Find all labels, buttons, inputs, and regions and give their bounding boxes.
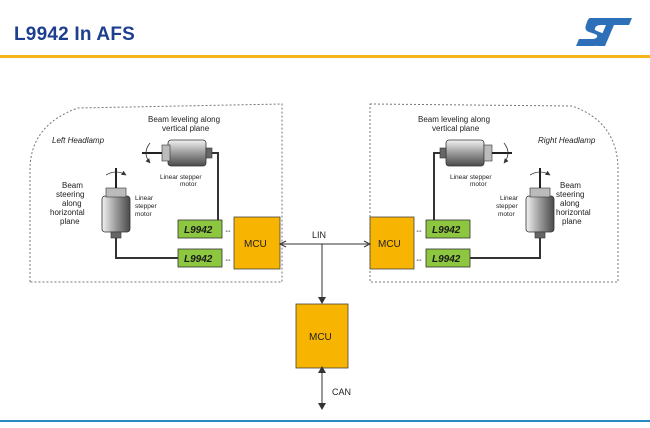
right-leveling-label-2: vertical plane (432, 124, 480, 133)
right-mcu (369, 216, 415, 270)
left-leveling-motor (142, 139, 213, 167)
right-driver-2 (425, 248, 471, 268)
right-side-motor-word: motor (498, 211, 515, 218)
can-bus: CAN (318, 366, 351, 410)
right-driver-2-label: L9942 (432, 254, 461, 265)
right-link-arrow-1: ⇔ (415, 226, 423, 235)
right-driver-1 (425, 219, 471, 239)
left-side-motor-word: stepper (135, 203, 158, 210)
left-link-arrow-1: ⇔ (224, 226, 232, 235)
can-label: CAN (332, 387, 351, 397)
left-top-motor-label-2: motor (180, 181, 197, 188)
right-headlamp-group: Right Headlamp Beam leveling along verti… (369, 103, 619, 283)
right-steering-word: Beam (560, 181, 581, 190)
slide-title: L9942 In AFS (14, 24, 136, 45)
left-headlamp-outline (29, 103, 283, 283)
central-mcu (295, 303, 349, 369)
left-leveling-label-2: vertical plane (162, 124, 210, 133)
right-side-motor-label: Linear stepper motor (496, 195, 519, 218)
central-mcu-label: MCU (309, 332, 332, 343)
left-leveling-label-1: Beam leveling along (148, 115, 220, 124)
left-steering-word: horizontal (50, 208, 85, 217)
right-steering-word: along (560, 199, 580, 208)
lin-label: LIN (312, 230, 326, 240)
right-steering-word: horizontal (556, 208, 591, 217)
footer-rule (0, 420, 650, 422)
left-driver-1 (177, 219, 223, 239)
right-side-motor-word: stepper (496, 203, 519, 210)
right-wire-top (433, 152, 440, 222)
left-top-motor-label-1: Linear stepper (160, 174, 202, 181)
left-side-motor-word: motor (135, 211, 152, 218)
left-steering-word: Beam (62, 181, 83, 190)
left-wire-top (212, 152, 219, 222)
right-link-arrow-2: ⇔ (415, 255, 423, 264)
left-driver-2-label: L9942 (184, 254, 213, 265)
right-side-motor-word: Linear (500, 195, 519, 202)
left-link-arrow-2: ⇔ (224, 255, 232, 264)
right-top-motor-label-2: motor (470, 181, 487, 188)
right-steering-word: plane (562, 217, 582, 226)
left-side-motor-label: Linear stepper motor (135, 195, 158, 218)
left-side-motor-word: Linear (135, 195, 154, 202)
left-steering-word: plane (60, 217, 80, 226)
right-headlamp-title: Right Headlamp (538, 136, 596, 145)
left-steering-word: along (62, 199, 82, 208)
left-mcu-label: MCU (244, 239, 267, 250)
left-headlamp-group: Left Headlamp Beam leveling along vertic… (29, 103, 283, 283)
right-leveling-label-1: Beam leveling along (418, 115, 490, 124)
title-underline (0, 55, 650, 58)
st-logo (576, 18, 632, 46)
left-steering-label: Beam steering along horizontal plane (50, 181, 85, 226)
right-driver-1-label: L9942 (432, 225, 461, 236)
right-wire-bottom (470, 238, 541, 259)
left-steering-word: steering (56, 190, 84, 199)
right-headlamp-outline (369, 103, 619, 283)
right-steering-label: Beam steering along horizontal plane (556, 181, 591, 226)
left-steering-motor (101, 168, 131, 239)
left-driver-2 (177, 248, 223, 268)
lin-bus: LIN (278, 230, 372, 304)
right-steering-motor (525, 168, 555, 239)
right-steering-word: steering (556, 190, 584, 199)
left-headlamp-title: Left Headlamp (52, 136, 105, 145)
left-mcu (233, 216, 281, 270)
left-driver-1-label: L9942 (184, 225, 213, 236)
right-leveling-motor (439, 139, 512, 167)
right-mcu-label: MCU (378, 239, 401, 250)
left-wire-bottom (115, 238, 178, 259)
right-top-motor-label-1: Linear stepper (450, 174, 492, 181)
